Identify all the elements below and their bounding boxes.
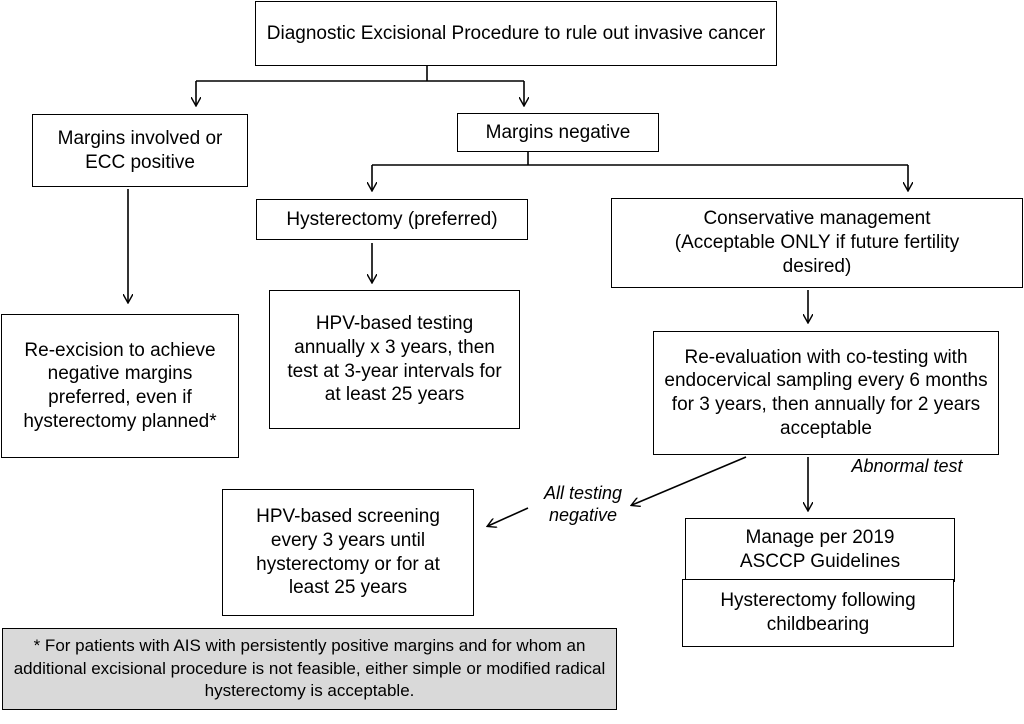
edge-re-eval-to-label — [632, 456, 747, 505]
node-hpv-based-testing: HPV-based testing annually x 3 years, th… — [269, 290, 520, 429]
node-diagnostic-excision: Diagnostic Excisional Procedure to rule … — [255, 1, 777, 66]
edge-label-all-testing-negative: All testing negative — [543, 483, 623, 525]
node-re-excision: Re-excision to achieve negative margins … — [1, 314, 239, 458]
edge-label-to-screening — [488, 507, 529, 526]
footnote-ais: * For patients with AIS with persistentl… — [2, 628, 617, 710]
node-margins-negative: Margins negative — [457, 113, 659, 152]
node-hpv-based-screening: HPV-based screening every 3 years until … — [222, 489, 474, 616]
node-margins-involved: Margins involved or ECC positive — [32, 114, 248, 187]
node-hysterectomy-following: Hysterectomy following childbearing — [682, 579, 954, 647]
node-conservative-management: Conservative management (Acceptable ONLY… — [611, 198, 1023, 288]
node-re-evaluation: Re-evaluation with co-testing with endoc… — [653, 331, 999, 455]
node-hysterectomy-preferred: Hysterectomy (preferred) — [256, 199, 528, 240]
edge-label-abnormal-test: Abnormal test — [851, 456, 963, 476]
node-manage-asccp: Manage per 2019 ASCCP Guidelines — [685, 518, 955, 582]
